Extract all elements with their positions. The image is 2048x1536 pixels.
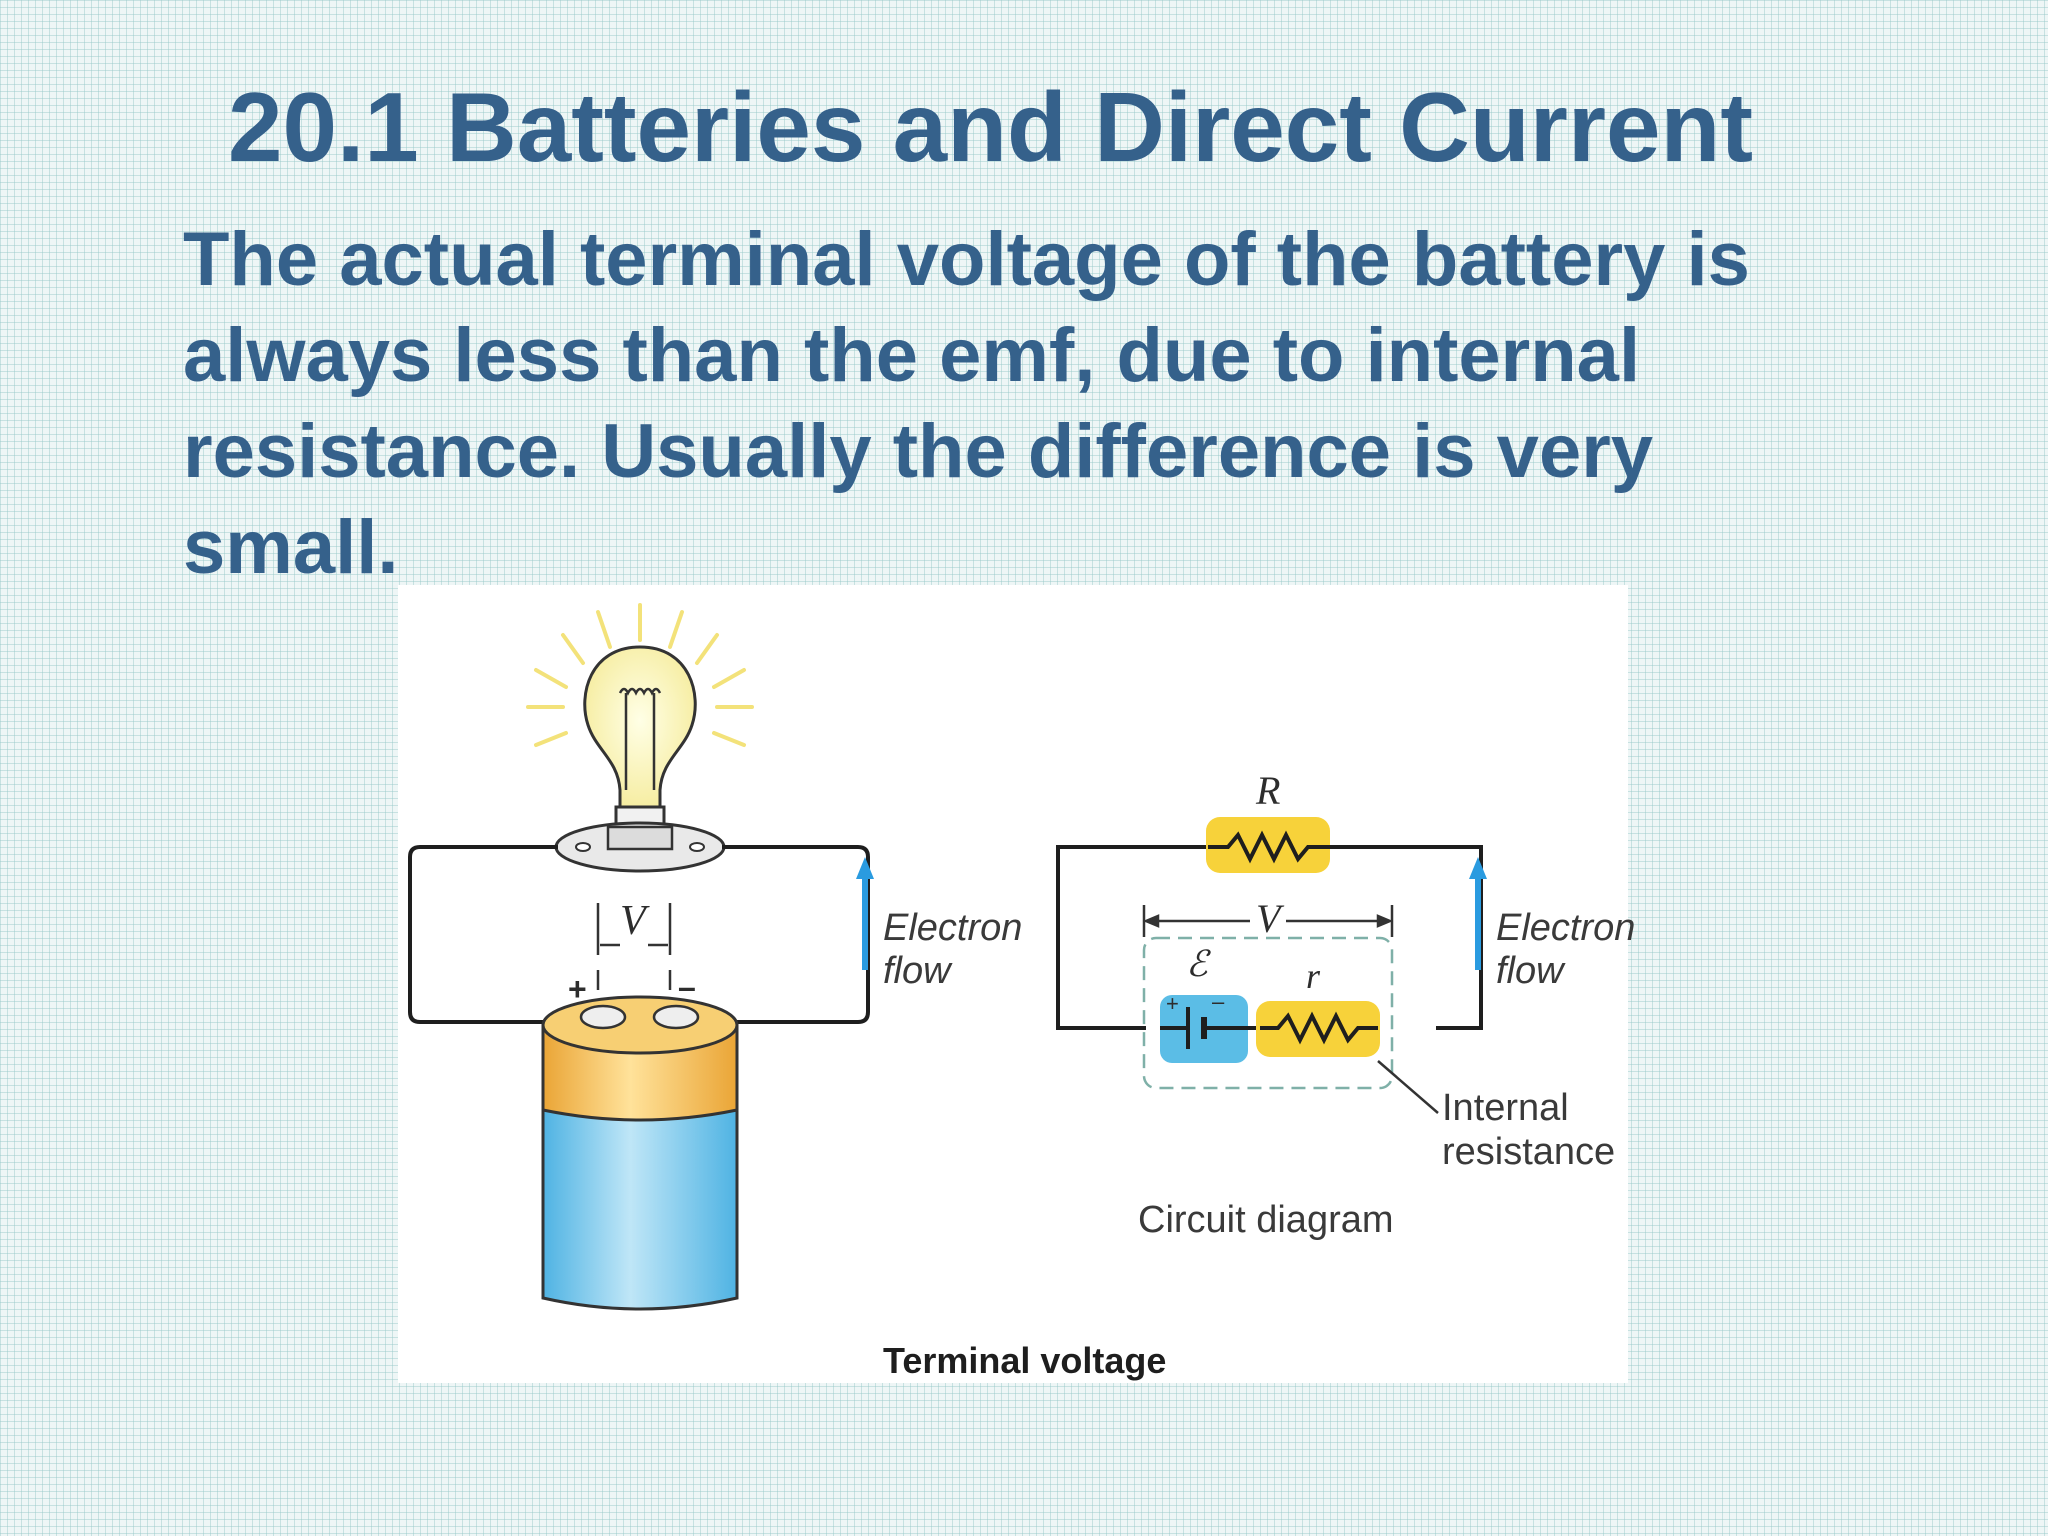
left-flow-label: flow bbox=[883, 950, 951, 992]
battery-dashed-box bbox=[1142, 936, 1394, 1090]
emf-plus-sign: + bbox=[1166, 991, 1179, 1016]
terminal-voltage-figure: V + – Electron flow R V ℰ r + – Electron… bbox=[398, 585, 1635, 1383]
light-bulb bbox=[554, 645, 726, 873]
battery bbox=[541, 995, 739, 1311]
resistor-R bbox=[1206, 817, 1330, 873]
electron-flow-arrow-left bbox=[856, 857, 874, 970]
light-rays bbox=[526, 603, 754, 747]
internal-label: Internal bbox=[1442, 1087, 1569, 1129]
left-voltage-label: V bbox=[620, 898, 646, 944]
left-electron-label: Electron bbox=[883, 907, 1023, 949]
left-minus-sign: – bbox=[678, 969, 696, 1005]
resistor-R-label: R bbox=[1256, 768, 1281, 813]
emf-source bbox=[1160, 995, 1248, 1063]
emf-label: ℰ bbox=[1186, 944, 1208, 984]
figure-caption: Terminal voltage bbox=[883, 1340, 1167, 1381]
circuit-diagram-label: Circuit diagram bbox=[1138, 1199, 1394, 1241]
figure-drawing bbox=[408, 603, 1487, 1311]
left-plus-sign: + bbox=[568, 971, 587, 1007]
right-voltage-label: V bbox=[1256, 896, 1281, 941]
internal-resistor-r bbox=[1256, 1001, 1380, 1057]
emf-minus-sign: – bbox=[1212, 989, 1225, 1014]
slide-title: 20.1 Batteries and Direct Current bbox=[228, 72, 1753, 182]
internal-resistor-r-label: r bbox=[1306, 956, 1321, 996]
slide-body-text: The actual terminal voltage of the batte… bbox=[183, 217, 1750, 590]
voltage-marker-right bbox=[1142, 905, 1394, 937]
right-electron-label: Electron bbox=[1496, 907, 1636, 949]
electron-flow-arrow-right bbox=[1469, 857, 1487, 970]
resistance-label: resistance bbox=[1442, 1131, 1616, 1173]
voltage-marker-left bbox=[596, 903, 672, 990]
internal-resistance-leader bbox=[1377, 1060, 1439, 1114]
right-flow-label: flow bbox=[1496, 950, 1564, 992]
